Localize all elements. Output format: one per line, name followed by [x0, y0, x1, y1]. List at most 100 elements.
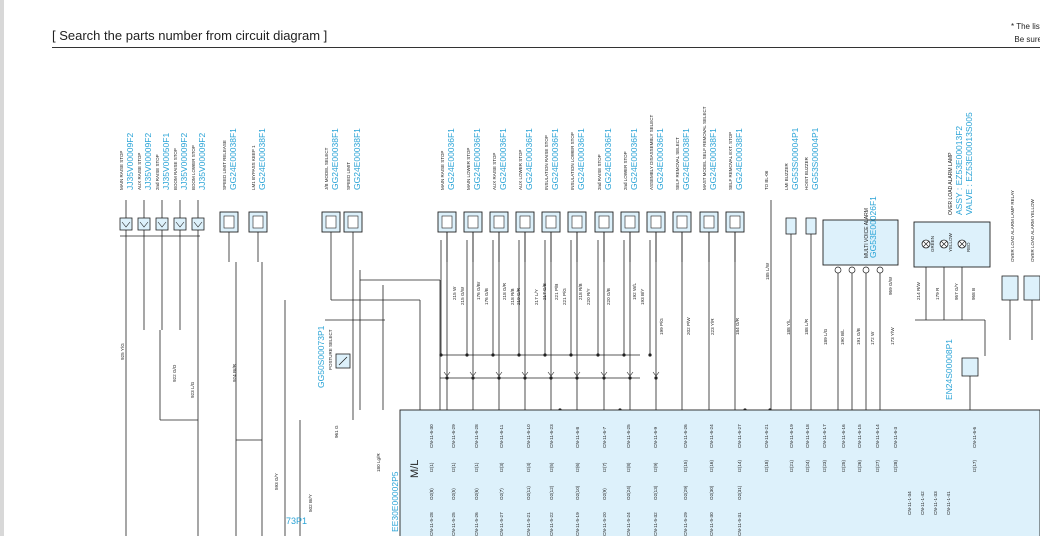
overload-relay-symbol-2: [1023, 275, 1040, 301]
component-description: 2nd RAISE STOP: [155, 154, 160, 190]
controller-pin-top: CN-11-6-7: [602, 426, 607, 448]
diode-icon: [652, 371, 660, 377]
wire-label: 176 G/B: [484, 288, 489, 305]
controller-pin-top: CN-11-6-16: [841, 424, 846, 448]
posture-select-part-number: GG50S00073P1: [316, 325, 326, 388]
wire-label: 218 R/B: [578, 283, 583, 300]
component-description: INSULATION RAISE STOP: [544, 135, 549, 190]
controller-pin-top: CN-11-6-15: [857, 424, 862, 448]
component-description: SPEED LIMIT: [346, 162, 351, 190]
component-part-number: GG24E00036F1: [524, 128, 534, 190]
component-description: SELF REMOVAL EXT. STOP: [728, 132, 733, 190]
component-description: MAIN LOWER STOP: [466, 148, 471, 190]
buzzer-symbol: [805, 217, 817, 235]
controller-io-top: I2(6): [575, 462, 580, 472]
junction-dot: [497, 376, 501, 380]
component-part-number: GG24E00038F1: [681, 128, 691, 190]
component-part-number: GG24E00036F1: [498, 128, 508, 190]
component-layer: [119, 211, 1040, 536]
component-part-number: GG24E00038F1: [734, 128, 744, 190]
controller-right-pin: CN-11-1-42: [920, 491, 925, 515]
controller-right-pin: CN-11-1-34: [907, 491, 912, 515]
wire-label-left: 924 Br/R: [232, 363, 237, 382]
relay-coil-icon: [252, 215, 264, 229]
controller-pin-top: CN-11-6-30: [429, 424, 434, 448]
component-part-number: GG53S00004P1: [810, 127, 820, 190]
relay-coil-icon: [545, 215, 557, 229]
diode-icon: [600, 371, 608, 377]
wire-label-left: 502 Br/Y: [308, 494, 313, 512]
controller-io-top: I2(18): [764, 460, 769, 472]
controller-pin-bottom: CN-11-5-24: [626, 512, 631, 536]
wire-label: 217 L/Y: [534, 289, 539, 305]
diode-icon: [547, 371, 555, 377]
controller-pin-bottom: CN-11-5-30: [709, 512, 714, 536]
component-part-number: GG24E00038F1: [352, 128, 362, 190]
component-description: AUX RAISE STOP: [492, 153, 497, 190]
component-description: AUX LOWER STOP: [518, 150, 523, 190]
diode-icon: [573, 371, 581, 377]
component-part-number: GG24E00036F1: [576, 128, 586, 190]
component-part-number: GG24E00036F1: [446, 128, 456, 190]
controller-pin-bottom: CN-11-5-22: [549, 512, 554, 536]
controller-io-top: I2(3): [499, 462, 504, 472]
controller-pin-top: CN-11-6-27: [737, 424, 742, 448]
controller-pin-bottom: CN-11-5-29: [683, 512, 688, 536]
wire-label: 184 G/R: [735, 317, 740, 335]
junction-dot: [648, 353, 652, 357]
controller-io-top: I2(26): [857, 460, 862, 472]
wire-label: 193 B/Y: [640, 289, 645, 305]
component-description: AUX RAISE STOP: [137, 153, 142, 190]
wire-label: 217 G/B: [542, 283, 547, 300]
controller-io-bottom: O2(9): [602, 488, 607, 500]
component-part-number: GG24E00038F1: [257, 128, 267, 190]
controller-pin-top: CN-11-6-9: [653, 426, 658, 448]
solenoid-arrow-icon: [157, 221, 167, 228]
controller-io-top: I2(25): [841, 460, 846, 472]
controller-pin-top: CN-11-6-10: [526, 424, 531, 448]
solenoid-arrow-icon: [175, 221, 185, 228]
wire-label: 188 Y/L: [786, 319, 791, 335]
alarm-lamp-valve: VALVE : EZ53E00013S005: [964, 112, 974, 215]
controller-pin-top: CN-11-6-3: [893, 426, 898, 448]
right-edge-label-2: OVER LOAD ALARM YELLOW: [1030, 199, 1035, 262]
wire-label-left: 922 G/O: [172, 364, 177, 382]
component-description: BOOM LOWER STOP: [191, 145, 196, 190]
component-part-number: GG24E00036F1: [603, 128, 613, 190]
wire-label: 220 R/Y: [586, 288, 591, 305]
wire-label: 219 G/R: [516, 287, 521, 305]
component-part-number: GG24E00036F1: [629, 128, 639, 190]
controller-pin-bottom: CN-11-5-27: [499, 512, 504, 536]
controller-pin-bottom: CN-11-5-32: [653, 512, 658, 536]
junction-dot: [549, 376, 553, 380]
right-edge-label: OVER LOAD ALARM LAMP RELAY: [1010, 190, 1015, 262]
controller-pin-top: CN-11-6-18: [805, 424, 810, 448]
controller-io-bottom: O2(30): [709, 485, 714, 500]
controller-io-top: I2(5): [549, 462, 554, 472]
controller-io-bottom: O2(6): [474, 488, 479, 500]
controller-io-top: I2(14): [737, 460, 742, 472]
component-description: LMI BUZZER: [784, 162, 789, 190]
junction-dot: [602, 376, 606, 380]
multi-voice-alarm-box: [822, 219, 899, 266]
junction-dot: [628, 376, 632, 380]
solenoid-symbol: [119, 217, 133, 231]
header-divider: [52, 47, 1040, 48]
controller-right-pin: CN-11-1-41: [946, 491, 951, 515]
controller-io-top: I2(9): [653, 462, 658, 472]
component-part-number: GG24E00038F1: [228, 128, 238, 190]
controller-io-top: I2(7): [602, 462, 607, 472]
component-description: SELF REMOVAL SELECT: [675, 137, 680, 190]
controller-io-top: I2(15): [683, 460, 688, 472]
alarm-lamp-title: OVER LOAD ALARM LAMP: [948, 152, 954, 215]
controller-pin-bottom: CN-11-5-19: [575, 512, 580, 536]
diode-icon: [469, 371, 477, 377]
controller-io-bottom: O2(11): [526, 486, 531, 500]
component-description: TO BL-06: [764, 170, 769, 190]
wire-label: 179 R: [935, 287, 940, 300]
relay-coil-icon: [729, 215, 741, 229]
wire-label-left: 593 G/Y: [274, 473, 279, 490]
wire-label: 215 W: [452, 286, 457, 300]
lamp-cross-icon: [922, 240, 930, 248]
